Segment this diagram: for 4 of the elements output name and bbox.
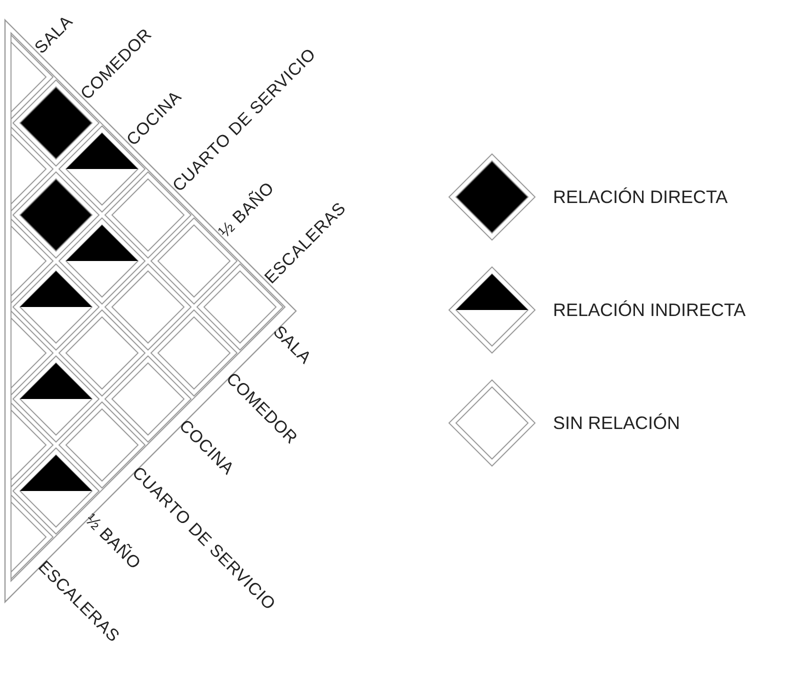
legend-label: RELACIÓN DIRECTA xyxy=(553,186,728,208)
half-filled-diamond xyxy=(12,447,100,535)
legend-label: SIN RELACIÓN xyxy=(553,412,680,434)
legend-label: RELACIÓN INDIRECTA xyxy=(553,299,746,321)
